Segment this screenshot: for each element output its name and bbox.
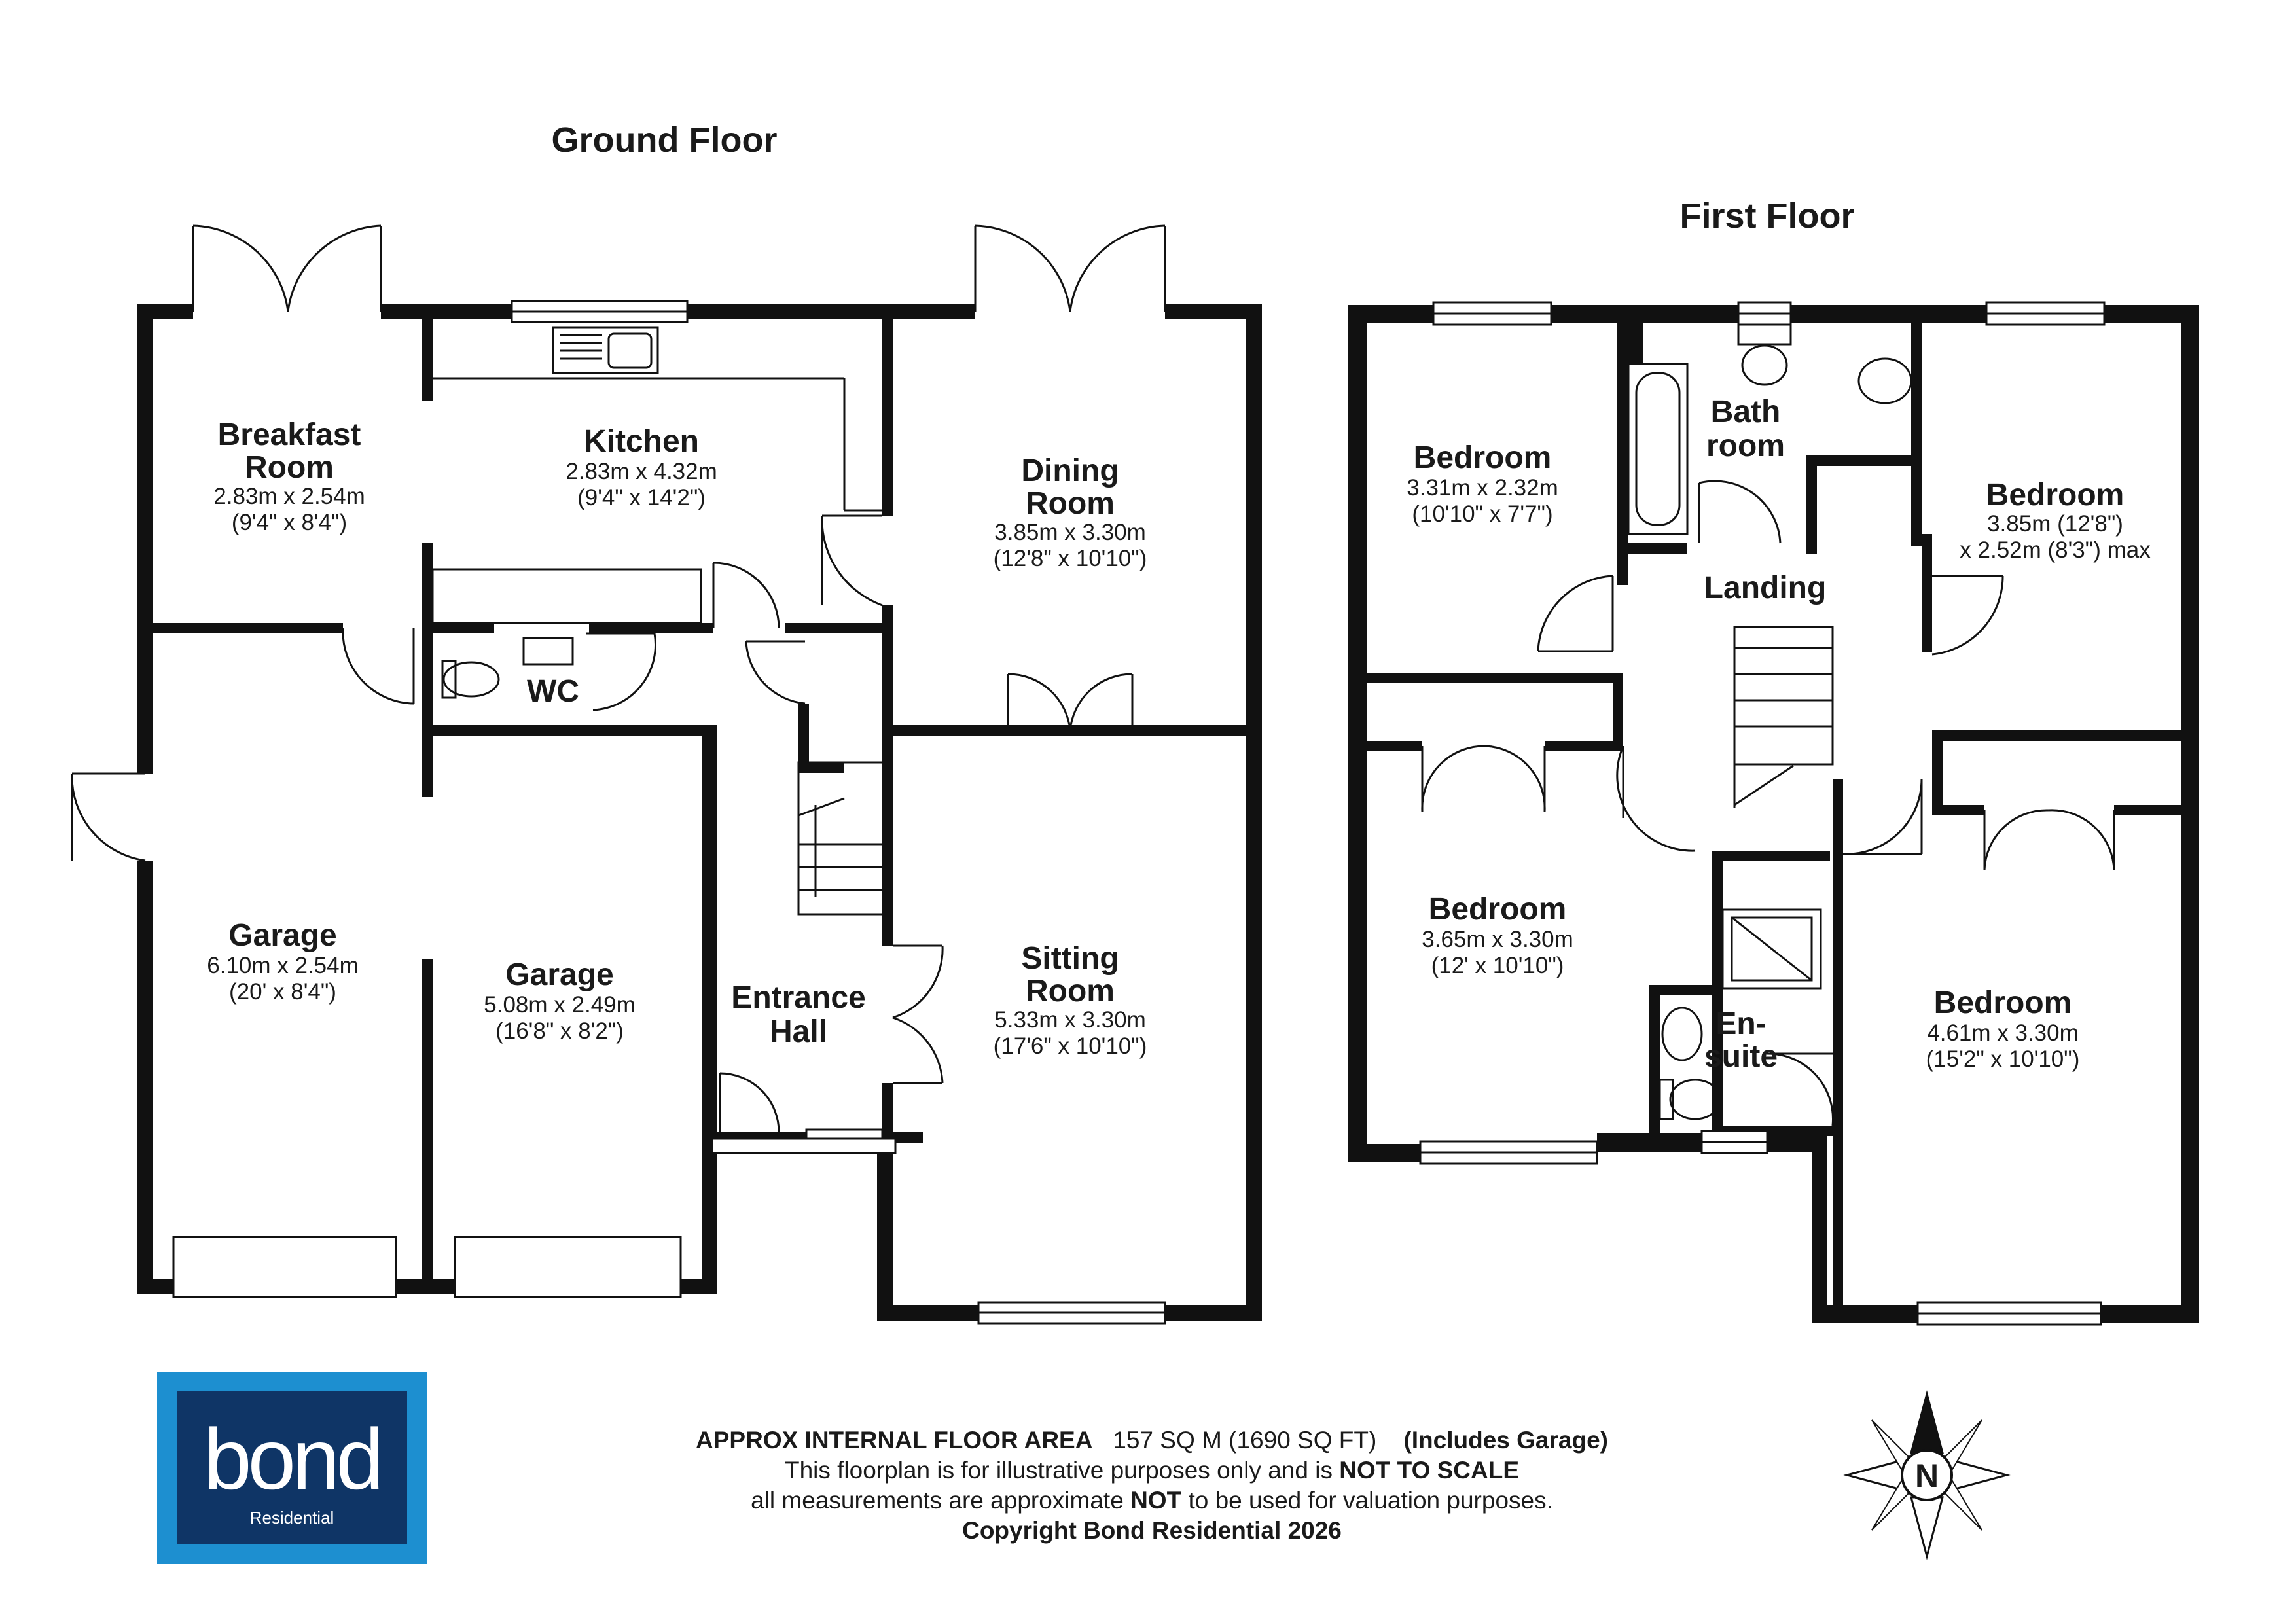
ground-floor-doors	[71, 224, 1166, 1133]
room-dimensions: 5.08m x 2.49m	[484, 992, 636, 1018]
area-value: 157 SQ M (1690 SQ FT)	[1113, 1427, 1377, 1454]
first-floor-fittings	[1627, 323, 1912, 1120]
room-dimensions: 2.83m x 2.54m	[213, 484, 365, 509]
ground-floor-windows	[172, 300, 1166, 1325]
logo-subtitle: Residential	[249, 1508, 334, 1527]
room-garage-1: Garage 6.10m x 2.54m (20' x 8'4")	[207, 918, 359, 1005]
floor-area-notice: APPROX INTERNAL FLOOR AREA 157 SQ M (169…	[576, 1425, 1728, 1546]
first-floor-windows	[1419, 301, 2106, 1326]
room-name: Garage	[228, 918, 336, 953]
not-to-scale: NOT TO SCALE	[1339, 1457, 1520, 1484]
room-name: Room	[245, 450, 334, 485]
room-kitchen: Kitchen 2.83m x 4.32m (9'4" x 14'2")	[565, 424, 717, 510]
room-garage-2: Garage 5.08m x 2.49m (16'8" x 8'2")	[484, 957, 636, 1044]
first-floor-title: First Floor	[1680, 196, 1855, 236]
room-dimensions-imperial: (9'4" x 14'2")	[577, 485, 706, 510]
room-name: Garage	[505, 957, 613, 992]
room-bedroom-1: Bedroom 3.31m x 2.32m (10'10" x 7'7")	[1407, 440, 1558, 527]
bond-residential-logo: bond Residential	[157, 1372, 427, 1564]
room-breakfast: Breakfast Room 2.83m x 2.54m (9'4" x 8'4…	[213, 418, 365, 535]
room-dimensions-imperial: (12' x 10'10")	[1431, 953, 1564, 978]
room-name: Breakfast	[218, 418, 361, 452]
ground-floor-walls	[137, 304, 1262, 1321]
room-name: room	[1706, 429, 1785, 463]
room-dimensions: 4.61m x 3.30m	[1927, 1020, 2079, 1046]
area-line: APPROX INTERNAL FLOOR AREA 157 SQ M (169…	[576, 1425, 1728, 1455]
disclaimer-line-2: all measurements are approximate NOT to …	[576, 1486, 1728, 1516]
room-dimensions: 6.10m x 2.54m	[207, 953, 359, 978]
room-name: suite	[1704, 1039, 1778, 1074]
not-emphasis: NOT	[1130, 1487, 1182, 1514]
room-dimensions-imperial: (17'6" x 10'10")	[994, 1033, 1147, 1059]
room-name: Kitchen	[584, 424, 699, 459]
room-wc: WC	[527, 674, 579, 709]
room-bedroom-2: Bedroom 3.85m (12'8") x 2.52m (8'3") max	[1960, 478, 2151, 563]
copyright-line: Copyright Bond Residential 2026	[576, 1516, 1728, 1546]
room-name: Bedroom	[1986, 478, 2125, 512]
logo-word: bond	[204, 1411, 384, 1507]
room-dimensions-imperial: (16'8" x 8'2")	[495, 1018, 624, 1044]
first-floor-doors	[1421, 480, 2115, 1126]
room-name: En-	[1715, 1007, 1766, 1041]
room-bedroom-3: Bedroom 3.65m x 3.30m (12' x 10'10")	[1422, 892, 1573, 978]
room-name: Bedroom	[1429, 892, 1567, 927]
room-dining: Dining Room 3.85m x 3.30m (12'8" x 10'10…	[994, 454, 1147, 571]
area-label: APPROX INTERNAL FLOOR AREA	[696, 1427, 1093, 1454]
room-bathroom: Bath room	[1706, 395, 1785, 463]
room-dimensions: 3.85m x 3.30m	[994, 520, 1146, 545]
room-dimensions: 3.65m x 3.30m	[1422, 927, 1573, 952]
room-dimensions-imperial: (10'10" x 7'7")	[1412, 501, 1552, 527]
ground-floor-fittings	[431, 326, 891, 916]
disclaimer-text: all measurements are approximate	[751, 1487, 1124, 1514]
disclaimer-text: This floorplan is for illustrative purpo…	[784, 1457, 1333, 1484]
room-dimensions-imperial: (20' x 8'4")	[229, 979, 336, 1005]
room-dimensions-imperial: (12'8" x 10'10")	[994, 546, 1147, 571]
logo-inner-panel: bond Residential	[177, 1391, 407, 1544]
room-dimensions: 3.31m x 2.32m	[1407, 475, 1558, 501]
room-name: Sitting	[1021, 941, 1119, 976]
first-floor-walls	[1348, 305, 2199, 1323]
compass-north-label: N	[1915, 1457, 1939, 1494]
copyright: Copyright Bond Residential 2026	[962, 1517, 1342, 1544]
compass-icon: N	[1843, 1390, 2011, 1560]
room-name: Bedroom	[1934, 986, 2072, 1020]
room-name: Bath	[1711, 395, 1781, 429]
room-sitting: Sitting Room 5.33m x 3.30m (17'6" x 10'1…	[994, 941, 1147, 1059]
room-landing: Landing	[1704, 571, 1827, 605]
room-entrance-hall: Entrance Hall	[731, 980, 865, 1049]
room-dimensions-imperial: x 2.52m (8'3") max	[1960, 537, 2151, 563]
room-name: Entrance	[731, 980, 865, 1015]
room-dimensions: 3.85m (12'8")	[1987, 511, 2123, 537]
room-ensuite: En- suite	[1704, 1007, 1778, 1074]
room-dimensions-imperial: (9'4" x 8'4")	[232, 510, 347, 535]
room-name: Room	[1026, 486, 1115, 521]
room-name: Room	[1026, 974, 1115, 1008]
room-name: Bedroom	[1414, 440, 1552, 475]
room-name: WC	[527, 674, 579, 709]
area-note: (Includes Garage)	[1403, 1427, 1608, 1454]
room-dimensions: 5.33m x 3.30m	[994, 1007, 1146, 1033]
room-name: Landing	[1704, 571, 1827, 605]
room-dimensions-imperial: (15'2" x 10'10")	[1926, 1046, 2080, 1072]
disclaimer-line-1: This floorplan is for illustrative purpo…	[576, 1455, 1728, 1486]
room-bedroom-4: Bedroom 4.61m x 3.30m (15'2" x 10'10")	[1926, 986, 2080, 1072]
room-dimensions: 2.83m x 4.32m	[565, 459, 717, 484]
room-name: Hall	[770, 1014, 827, 1049]
room-name: Dining	[1021, 454, 1119, 488]
disclaimer-text: to be used for valuation purposes.	[1188, 1487, 1553, 1514]
ground-floor-title: Ground Floor	[552, 120, 778, 160]
